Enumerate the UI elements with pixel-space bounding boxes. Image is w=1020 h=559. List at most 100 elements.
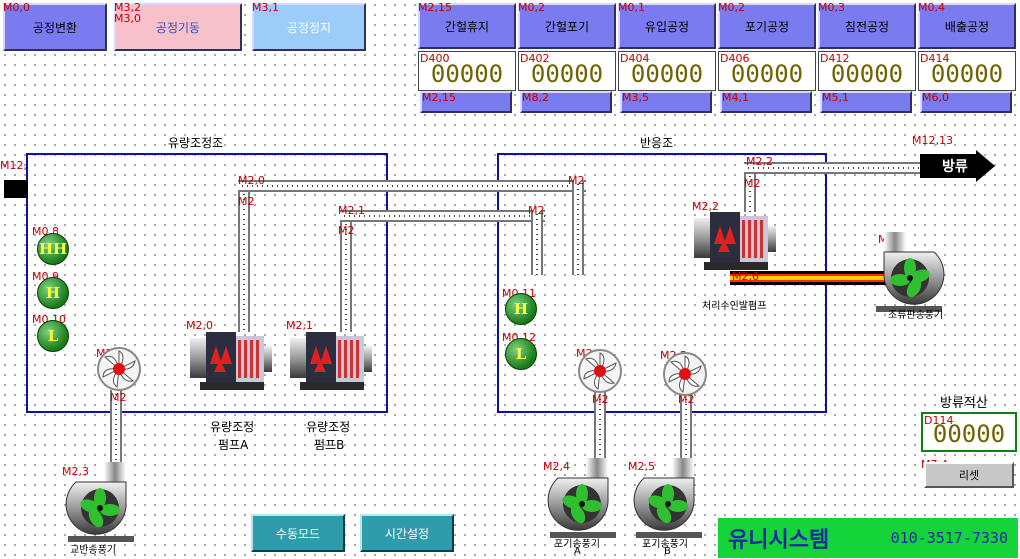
- stage-timer-value: 00000: [530, 60, 604, 88]
- aer-a-blower-tag: M2,4: [543, 460, 570, 473]
- pump-a-label-1: 유량조정: [210, 420, 255, 434]
- aer-b-blower-tag: M2,5: [628, 460, 655, 473]
- stage-status-tag: M8,2: [522, 91, 549, 104]
- tank1-title: 유량조정조: [168, 136, 224, 150]
- pipe-a-vertical: [238, 180, 250, 332]
- aer-a-label-1: 포기송풍기: [554, 539, 600, 550]
- reset-button[interactable]: 리셋: [924, 462, 1014, 488]
- level-hh-tag: M0,8: [32, 225, 59, 238]
- aer-b-label-1: 포기송풍기: [642, 539, 688, 550]
- aer-a-blower[interactable]: [546, 458, 622, 540]
- pipe-treat-vertical-tag: M2: [744, 177, 761, 190]
- pipe-b-vertical-tag: M2: [338, 224, 355, 237]
- stage-button-3[interactable]: 포기공정: [718, 3, 816, 49]
- tank2-title: 반응조: [640, 136, 674, 150]
- pipe-b-drop: [531, 210, 543, 275]
- stage-button-0[interactable]: 간헐휴지: [418, 3, 516, 49]
- totalizer-title: 방류적산: [940, 396, 988, 411]
- time-setting-button[interactable]: 시간설정: [360, 514, 454, 552]
- discharge-tag: M12,13: [912, 134, 953, 147]
- process-stop-label: 공정정지: [286, 20, 332, 35]
- stage-button-label: 유입공정: [644, 19, 690, 34]
- stage-status-bar-2[interactable]: [620, 91, 712, 113]
- stage-timer-value: 00000: [930, 60, 1004, 88]
- aer-b-fan-icon[interactable]: [663, 352, 709, 398]
- stage-timer-value: 00000: [630, 60, 704, 88]
- stage-status-bar-1[interactable]: [520, 91, 612, 113]
- stage-button-label: 간헐휴지: [444, 19, 490, 34]
- stage-status-bar-5[interactable]: [920, 91, 1012, 113]
- mix-blower-pipe-tag: M2: [110, 391, 127, 404]
- pump-b-label-2: 펌프B: [314, 438, 345, 452]
- process-stop-button[interactable]: 공정정지: [252, 3, 366, 51]
- reset-label: 리셋: [958, 469, 980, 482]
- process-start-button[interactable]: 공정기동: [114, 3, 242, 51]
- totalizer-display: D114 00000: [921, 412, 1017, 452]
- stage-status-tag: M3,5: [622, 91, 649, 104]
- stage-status-bar-4[interactable]: [820, 91, 912, 113]
- stage-status-tag: M5,1: [822, 91, 849, 104]
- pump-b[interactable]: [290, 332, 374, 392]
- stage-button-2[interactable]: 유입공정: [618, 3, 716, 49]
- pump-treat-label: 처리수인발펌프: [702, 301, 767, 312]
- stage-timer-tag: D412: [820, 52, 850, 65]
- pipe-a-vertical-tag: M2: [238, 195, 255, 208]
- aer-a-fan-icon[interactable]: [578, 349, 624, 395]
- time-setting-label: 시간설정: [384, 526, 430, 541]
- stage-timer-tag: D414: [920, 52, 950, 65]
- stage-status-tag: M2,15: [422, 91, 456, 104]
- aer-b-label-2: B: [664, 546, 671, 557]
- stage-button-tag: M0,3: [818, 1, 845, 14]
- pipe-a-horizontal: [238, 180, 586, 192]
- pipe-a-drop: [572, 180, 584, 275]
- level-hh-indicator: HH: [37, 233, 69, 265]
- manual-mode-label: 수동모드: [275, 526, 321, 541]
- stage-button-tag: M0,1: [618, 1, 645, 14]
- stage-button-4[interactable]: 침전공정: [818, 3, 916, 49]
- stage-timer-value: 00000: [730, 60, 804, 88]
- level-l-indicator: L: [37, 320, 69, 352]
- stage-button-tag: M0,2: [518, 1, 545, 14]
- level-l-text: L: [47, 327, 59, 345]
- totalizer-disp-tag: D114: [924, 414, 954, 427]
- manual-mode-button[interactable]: 수동모드: [251, 514, 345, 552]
- stage-button-label: 배출공정: [944, 19, 990, 34]
- process-conversion-tag: M0,0: [3, 1, 30, 14]
- pipe-a-tag: M2,0: [238, 174, 265, 187]
- tank2-level-l-text: L: [515, 345, 527, 363]
- brand-panel: 유니시스템 010-3517-7330: [718, 518, 1018, 558]
- mix-blower[interactable]: [64, 462, 140, 544]
- aer-a-pipe-tag: M2: [592, 393, 609, 406]
- stage-button-label: 침전공정: [844, 19, 890, 34]
- process-conversion-button[interactable]: 공정변환: [3, 3, 107, 51]
- mix-blower-tag: M2,3: [62, 465, 89, 478]
- stage-button-1[interactable]: 간헐포기: [518, 3, 616, 49]
- circ-blower[interactable]: [870, 232, 946, 314]
- stage-button-tag: M2,15: [418, 1, 452, 14]
- stage-status-bar-3[interactable]: [720, 91, 812, 113]
- pump-a[interactable]: [190, 332, 274, 392]
- stage-status-tag: M4,1: [722, 91, 749, 104]
- air-line: [730, 271, 890, 285]
- tank2-level-h-text: H: [513, 300, 529, 318]
- discharge-label: 방류: [942, 159, 968, 175]
- stage-timer-tag: D406: [720, 52, 750, 65]
- stage-button-5[interactable]: 배출공정: [918, 3, 1016, 49]
- stage-status-bar-0[interactable]: [420, 91, 512, 113]
- pipe-treat-vertical: [744, 162, 756, 212]
- mix-fan-icon[interactable]: [97, 347, 143, 393]
- aer-b-blower[interactable]: [632, 458, 708, 540]
- process-stop-tag: M3,1: [252, 1, 279, 14]
- process-start-tag-b: M3,0: [114, 12, 141, 25]
- mix-blower-label: 교반송풍기: [70, 545, 116, 556]
- stage-button-tag: M0,4: [918, 1, 945, 14]
- process-conversion-label: 공정변환: [32, 20, 78, 35]
- process-start-tag-a: M3,2: [114, 1, 141, 14]
- pump-treat[interactable]: [694, 212, 778, 272]
